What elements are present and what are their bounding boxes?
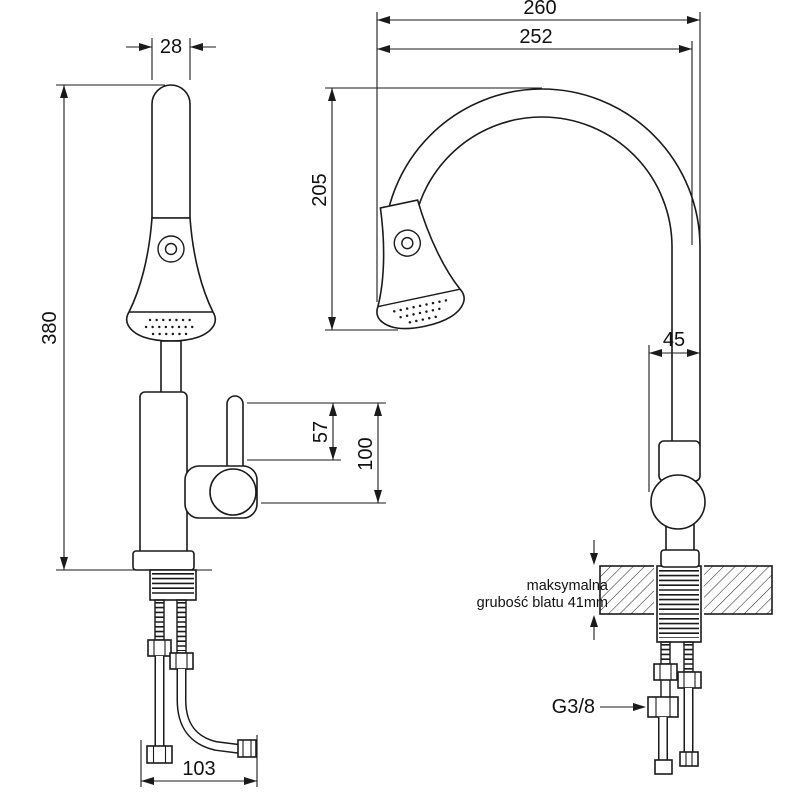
dim-spout-reach: 252 bbox=[377, 26, 693, 245]
dim-total-height-label: 380 bbox=[39, 311, 61, 344]
dim-spout-height: 205 bbox=[309, 87, 542, 331]
front-view: 28 380 57 100 bbox=[39, 36, 386, 787]
dim-lever-height-label: 57 bbox=[310, 421, 332, 443]
dim-spout-reach-label: 252 bbox=[519, 26, 552, 48]
thread-size-label: G3/8 bbox=[552, 696, 595, 718]
hose-fitting bbox=[146, 745, 173, 764]
dim-lever-height: 57 bbox=[247, 402, 386, 461]
dim-handle-height: 100 bbox=[261, 403, 386, 504]
mounting-hardware-side bbox=[647, 641, 702, 775]
hex-nut bbox=[677, 671, 702, 689]
handle-lever-front bbox=[226, 395, 244, 471]
note-line2: grubość blatu 41mm bbox=[477, 595, 608, 611]
mounting-hardware-front bbox=[56, 569, 257, 764]
dim-handle-height-label: 100 bbox=[355, 437, 377, 470]
note-max-thickness: maksymalna grubość blatu 41mm bbox=[477, 540, 609, 640]
countertop bbox=[599, 549, 773, 643]
g38-fitting bbox=[647, 696, 679, 718]
ball-joint bbox=[650, 474, 706, 530]
g38-callout: G3/8 bbox=[552, 696, 646, 718]
dim-overall-depth: 260 bbox=[376, 0, 701, 302]
dim-total-height: 380 bbox=[39, 84, 165, 570]
hex-nut bbox=[147, 639, 172, 657]
faucet-body-side bbox=[650, 440, 706, 569]
dim-base-width: 103 bbox=[140, 735, 258, 787]
dim-body-depth: 45 bbox=[648, 329, 700, 492]
spray-button-front bbox=[157, 235, 185, 263]
side-view: 260 252 205 45 bbox=[309, 0, 773, 775]
spray-head-front bbox=[125, 84, 217, 342]
dim-body-depth-label: 45 bbox=[663, 329, 685, 351]
hex-nut bbox=[169, 652, 194, 670]
spray-head-side bbox=[376, 199, 465, 330]
hose-fitting bbox=[237, 739, 257, 758]
dim-top-width: 28 bbox=[126, 36, 216, 80]
dim-overall-depth-label: 260 bbox=[523, 0, 556, 19]
threaded-shank-front bbox=[149, 569, 197, 601]
spray-button-side bbox=[393, 229, 422, 257]
faucet-body-front bbox=[132, 340, 258, 571]
dim-base-width-label: 103 bbox=[182, 758, 215, 780]
supply-hose bbox=[176, 669, 241, 754]
note-line1: maksymalna bbox=[527, 578, 609, 594]
dim-spout-height-label: 205 bbox=[309, 173, 331, 206]
dim-top-width-label: 28 bbox=[160, 36, 182, 58]
hex-nut bbox=[653, 663, 678, 681]
